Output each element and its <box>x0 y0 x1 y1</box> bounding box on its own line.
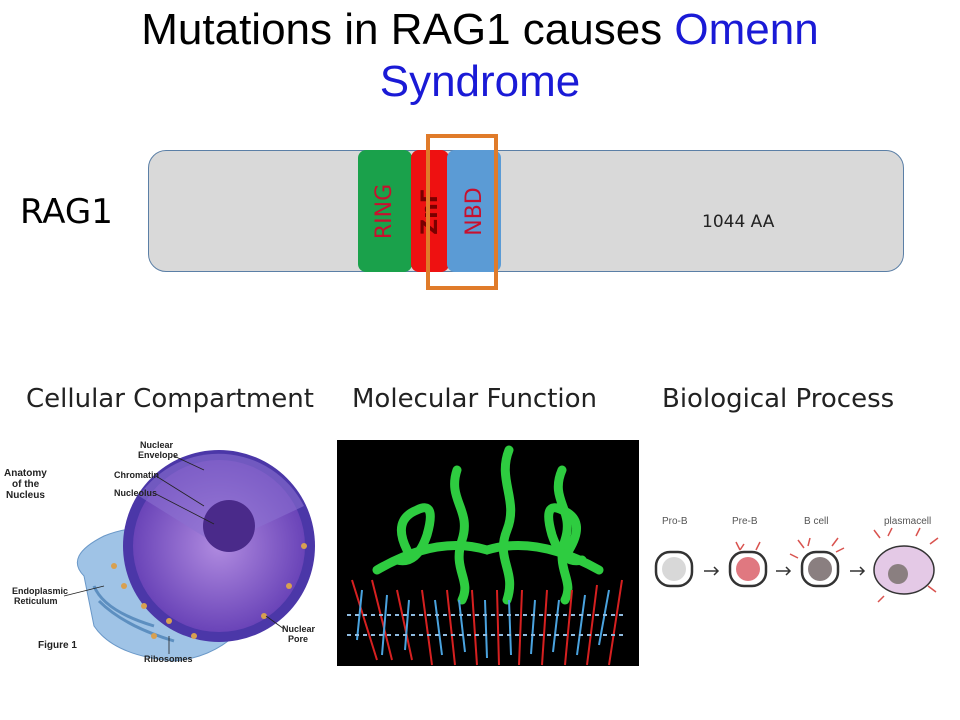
protein-dna-structure-image <box>337 440 639 666</box>
figure-caption: Figure 1 <box>38 640 77 651</box>
label-endoplasmic: Endoplasmic <box>12 586 68 596</box>
label-nucleolus: Nucleolus <box>114 488 157 498</box>
domain-znf: ZnF <box>411 150 449 272</box>
domain-ring-label: RING <box>372 183 398 239</box>
label-nuclear-2: Nuclear <box>282 624 316 634</box>
protein-name: RAG1 <box>20 192 113 232</box>
nucleus-heading-1: Anatomy <box>4 468 47 479</box>
domain-ring: RING <box>358 150 412 272</box>
label-envelope: Envelope <box>138 450 178 460</box>
category-biological-process: Biological Process <box>662 384 895 414</box>
title-highlight: Omenn <box>674 5 819 54</box>
protein-bar <box>148 150 904 272</box>
nucleus-heading-3: Nucleus <box>6 490 45 501</box>
label-chromatin: Chromatin <box>114 470 159 480</box>
stage-b-cell: B cell <box>804 516 828 527</box>
title-highlight-line2: Syndrome <box>379 57 581 106</box>
b-cell-development-image: Pro-B Pre-B B cell plasmacell <box>648 500 958 610</box>
slide-title: Mutations in RAG1 causes Omenn Syndrome <box>0 4 960 108</box>
domain-nbd: NBD <box>447 150 501 272</box>
stage-plasmacell: plasmacell <box>884 516 931 527</box>
label-ribosomes: Ribosomes <box>144 654 193 664</box>
stage-pre-b: Pre-B <box>732 516 758 527</box>
mutation-highlight-box <box>426 134 498 290</box>
stage-pro-b: Pro-B <box>662 516 688 527</box>
title-text: Mutations in RAG1 causes <box>141 5 663 54</box>
nucleus-anatomy-image: Anatomy of the Nucleus Nuclear Envelope … <box>4 436 334 672</box>
protein-length: 1044 AA <box>702 212 775 232</box>
nucleus-heading-2: of the <box>12 479 40 490</box>
category-molecular-function: Molecular Function <box>352 384 598 414</box>
label-nuclear: Nuclear <box>140 440 174 450</box>
category-cellular-compartment: Cellular Compartment <box>26 384 314 414</box>
label-pore: Pore <box>288 634 308 644</box>
label-reticulum: Reticulum <box>14 596 58 606</box>
